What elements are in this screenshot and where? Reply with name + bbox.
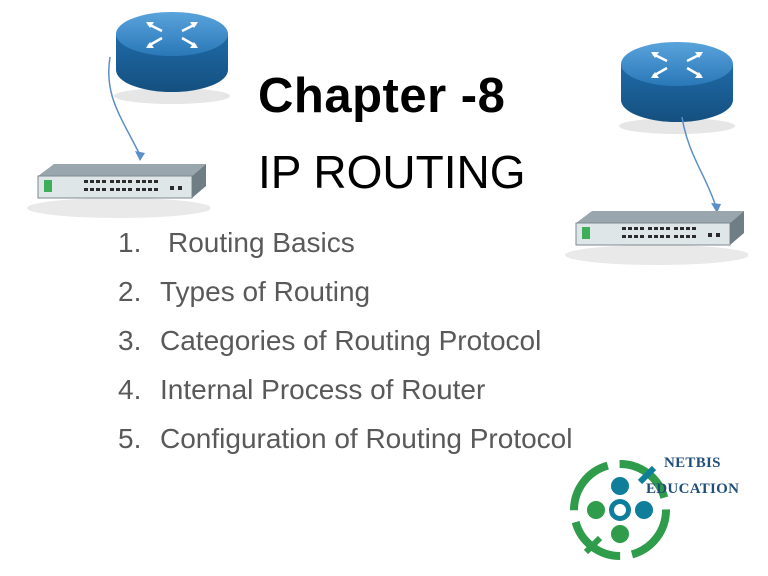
list-item-number: 5. — [118, 423, 142, 454]
router-icon-left — [114, 12, 230, 104]
switch-icon-left — [27, 164, 210, 218]
list-item-number: 3. — [118, 325, 142, 356]
list-item-text: Routing Basics — [168, 227, 355, 258]
list-item-number: 4. — [118, 374, 142, 405]
netbis-logo-icon — [570, 460, 670, 560]
logo-text-line2: EDUCATION — [646, 481, 740, 497]
list-item-text: Categories of Routing Protocol — [160, 325, 542, 356]
switch-icon-right — [565, 211, 748, 265]
list-item-text: Types of Routing — [160, 276, 371, 307]
connection-arrow-right — [681, 116, 721, 213]
list-item-text: Internal Process of Router — [160, 374, 486, 405]
list-item-text: Configuration of Routing Protocol — [160, 423, 573, 454]
slide-title: Chapter -8 — [258, 69, 506, 123]
logo-text-line1: NETBIS — [664, 455, 721, 471]
list-item: 4. Internal Process of Router — [118, 372, 572, 421]
connection-arrow-left — [108, 56, 145, 161]
list-item: 1. Routing Basics — [118, 225, 572, 274]
list-item-number: 2. — [118, 276, 142, 307]
topic-list: 1. Routing Basics 2. Types of Routing 3. Ca… — [118, 225, 572, 470]
router-icon-right — [619, 42, 735, 134]
list-item: 2. Types of Routing — [118, 274, 572, 323]
list-item-number: 1. — [118, 227, 142, 258]
list-item: 3. Categories of Routing Protocol — [118, 323, 572, 372]
slide-subtitle: IP ROUTING — [258, 146, 526, 198]
list-item: 5. Configuration of Routing Protocol — [118, 421, 572, 470]
